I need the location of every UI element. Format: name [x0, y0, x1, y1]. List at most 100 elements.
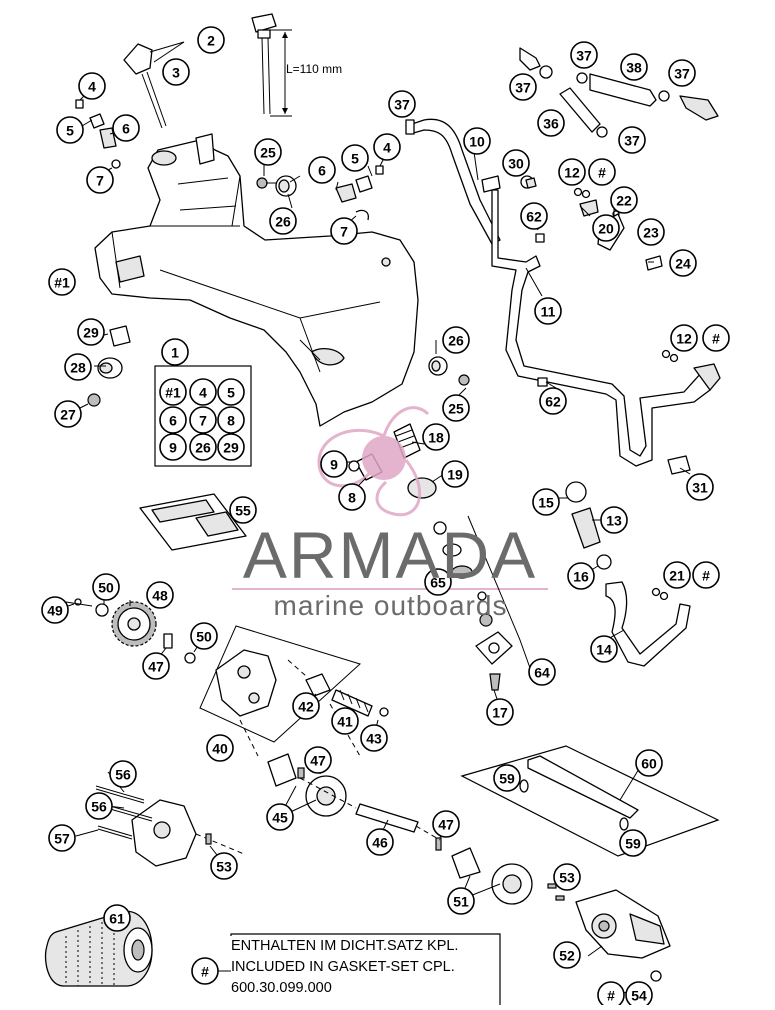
callout-k9: 9 [159, 433, 187, 461]
callout-number: 53 [559, 870, 575, 886]
left-plug-set [87, 325, 131, 407]
callout-c5a: 5 [56, 116, 84, 144]
callout-circle [56, 116, 84, 144]
breather-hoses [519, 47, 719, 138]
callout-number: 46 [372, 835, 388, 851]
callout-circle [463, 127, 491, 155]
dipstick-dimension [251, 13, 292, 117]
callout-circle [206, 734, 234, 762]
callout-number: 30 [508, 156, 524, 172]
callout-c48: 48 [146, 581, 174, 609]
callout-number: 52 [559, 948, 575, 964]
callout-circle [197, 26, 225, 54]
center-fitting [335, 165, 384, 221]
callout-c40: 40 [206, 734, 234, 762]
callout-number: 59 [499, 771, 515, 787]
oil-filter [44, 910, 153, 987]
callout-c4a: 4 [78, 72, 106, 100]
callout-c42: 42 [292, 692, 320, 720]
skid-plate [139, 493, 247, 551]
callout-circle [54, 400, 82, 428]
right-pipes [565, 455, 691, 667]
callout-number: 60 [641, 756, 657, 772]
callout-circle [424, 568, 452, 596]
callout-k29: 29 [217, 433, 245, 461]
gasket-set-note: ENTHALTEN IM DICHT.SATZ KPL. INCLUDED IN… [231, 936, 511, 999]
callout-number: # [201, 964, 209, 980]
callout-number: 36 [543, 116, 559, 132]
callout-c36: 36 [537, 109, 565, 137]
callout-number: 37 [674, 66, 690, 82]
pump-rotors-51 [451, 847, 565, 905]
callout-circle [373, 133, 401, 161]
watermark-emblem [232, 406, 548, 590]
callout-circle [266, 803, 294, 831]
callout-circle [502, 149, 530, 177]
callout-circle [217, 378, 245, 406]
callout-number: 47 [438, 817, 454, 833]
callout-c37d: 37 [509, 73, 537, 101]
callout-number: 61 [109, 911, 125, 927]
callout-c62a: 62 [520, 202, 548, 230]
pump-rotors-45 [267, 753, 442, 851]
callout-circle [592, 214, 620, 242]
callout-c17: 17 [486, 698, 514, 726]
callout-k26: 26 [189, 433, 217, 461]
callout-circle [78, 72, 106, 100]
screen-filter-assembly [433, 515, 531, 691]
callout-c5b: 5 [341, 144, 369, 172]
callout-c38: 38 [620, 53, 648, 81]
callout-number: 49 [47, 603, 63, 619]
callout-c15: 15 [532, 488, 560, 516]
callout-k6: 6 [159, 406, 187, 434]
callout-c61: 61 [103, 904, 131, 932]
callout-circle [77, 318, 105, 346]
callout-circle [570, 41, 598, 69]
callout-number: 47 [148, 659, 164, 675]
callout-c18: 18 [422, 423, 450, 451]
callout-number: 43 [366, 731, 382, 747]
dipstick [123, 41, 185, 129]
callout-circle [637, 218, 665, 246]
callout-circle [493, 764, 521, 792]
callout-k4: 4 [189, 378, 217, 406]
callout-c6b: 6 [308, 156, 336, 184]
callout-number: #1 [54, 275, 70, 291]
callout-k8: 8 [217, 406, 245, 434]
callout-c31: 31 [686, 473, 714, 501]
callout-number: 20 [598, 221, 614, 237]
callout-c53a: 53 [210, 852, 238, 880]
callout-number: 64 [534, 665, 550, 681]
callout-c46: 46 [366, 828, 394, 856]
callout-circle [103, 904, 131, 932]
callout-c52: 52 [553, 941, 581, 969]
callout-c19: 19 [441, 460, 469, 488]
callout-c30: 30 [502, 149, 530, 177]
callout-c43: 43 [360, 724, 388, 752]
callout-circle [553, 941, 581, 969]
callout-c11: 11 [534, 297, 562, 325]
callout-circle [668, 59, 696, 87]
callout-circle [600, 506, 628, 534]
callout-number: 50 [196, 629, 212, 645]
callout-number: 5 [227, 385, 235, 401]
callout-number: 8 [348, 490, 356, 506]
note-box [218, 933, 501, 1005]
callout-number: 37 [515, 80, 531, 96]
callout-number: # [702, 568, 710, 584]
callout-number: 28 [70, 360, 86, 376]
callout-c24: 24 [669, 249, 697, 277]
callout-circle [292, 692, 320, 720]
callout-circle [422, 423, 450, 451]
callout-number: 7 [199, 413, 207, 429]
callout-c60: 60 [635, 749, 663, 777]
callout-number: 5 [351, 151, 359, 167]
callout-c37a: 37 [388, 90, 416, 118]
callout-number: 21 [669, 568, 685, 584]
callout-circle [162, 58, 190, 86]
callout-c27: 27 [54, 400, 82, 428]
callout-number: 54 [631, 988, 647, 1004]
callout-circle [610, 186, 638, 214]
callout-circle [161, 338, 189, 366]
callout-number: 53 [216, 859, 232, 875]
